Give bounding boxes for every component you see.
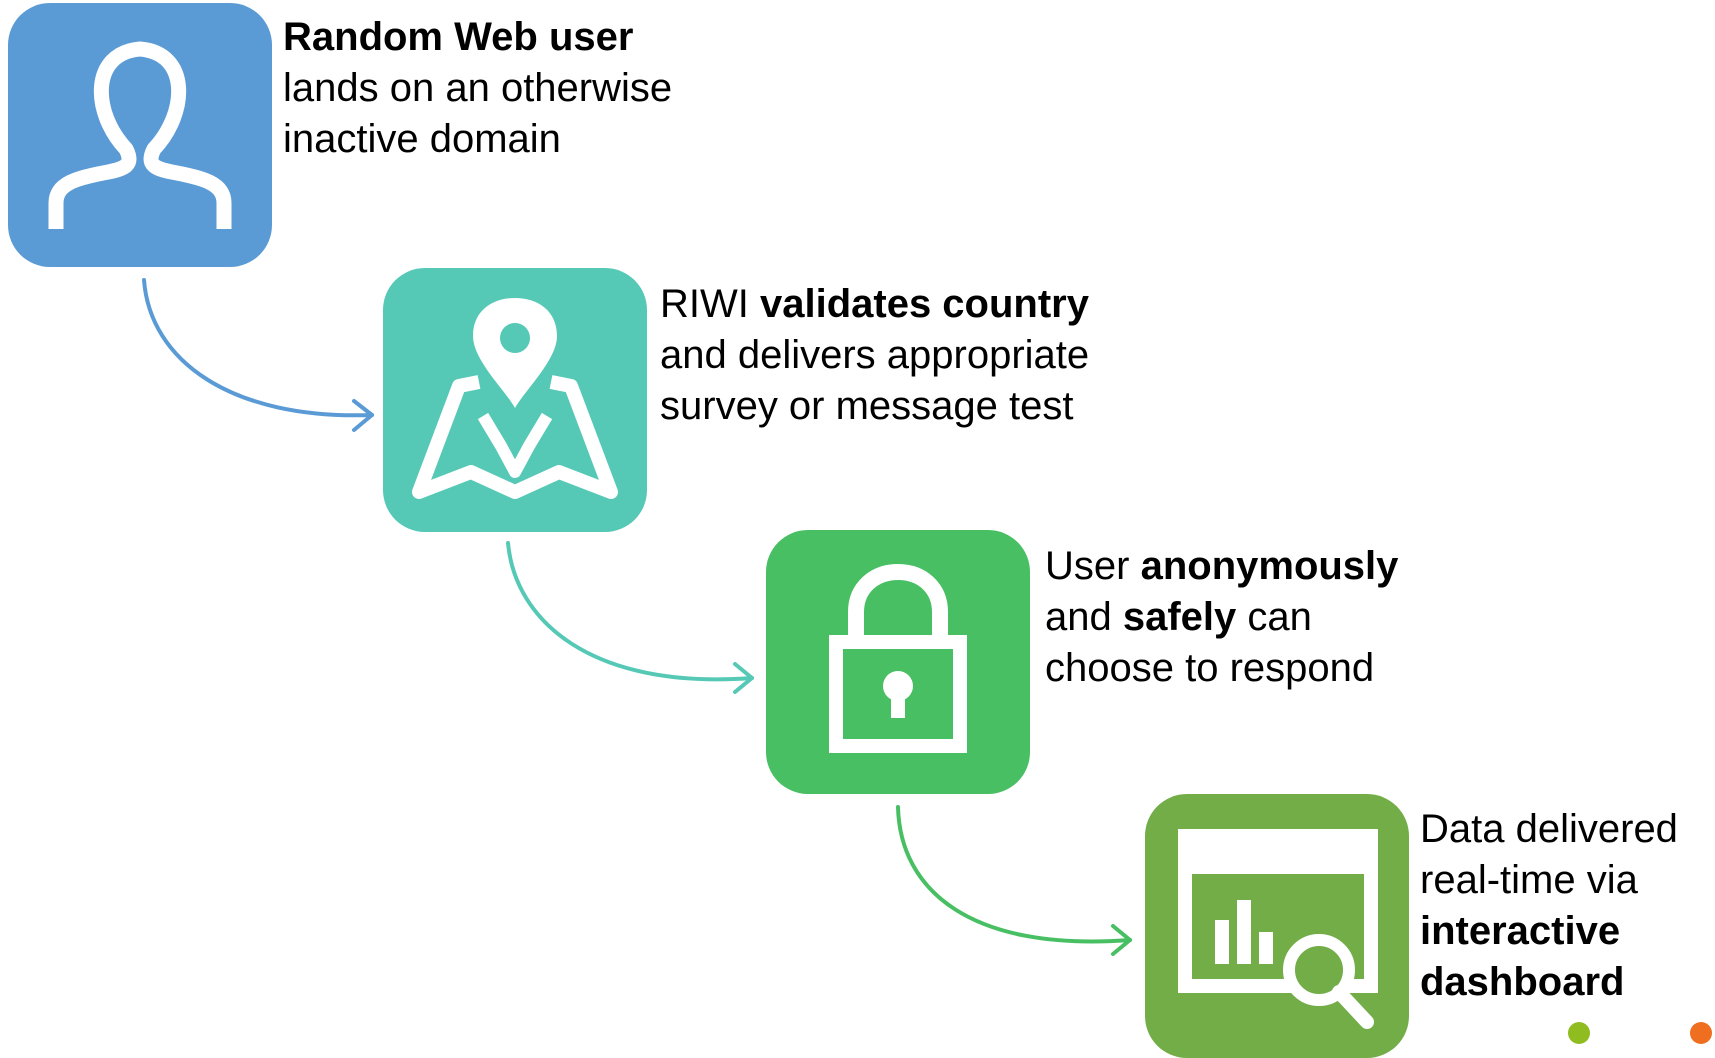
lock-icon: [829, 563, 967, 753]
step-3-text-part: safely: [1122, 595, 1237, 639]
step-4-text-part: interactive dashboard: [1420, 909, 1625, 1004]
step-2-text-part: and delivers appropriate survey or messa…: [660, 333, 1090, 428]
step-3-text-part: anonymously: [1140, 544, 1399, 588]
lock-tile: [766, 530, 1030, 794]
user-tile: [8, 3, 272, 267]
dashboard-icon: [1178, 829, 1378, 1029]
step-3-text-part: can choose to respond: [1045, 595, 1375, 690]
step-1-text-part: lands on an otherwise inactive domain: [283, 66, 673, 161]
decor-dot-orange: [1690, 1022, 1712, 1044]
map-tile: [383, 268, 647, 532]
step-3-text: User anonymously and safely can choose t…: [1045, 541, 1445, 694]
arrow-3-4: [896, 805, 1132, 956]
step-1-text: Random Web user lands on an otherwise in…: [283, 12, 683, 165]
step-2-text: RIWI validates country and delivers appr…: [660, 279, 1090, 432]
decor-dot-green: [1568, 1022, 1590, 1044]
step-3-text-part: and: [1045, 595, 1123, 639]
step-4-text-part: Data delivered real-time via: [1420, 807, 1678, 902]
step-2-text-part: RIWI: [660, 282, 760, 326]
arrow-1-2: [142, 278, 374, 432]
step-2-text-part: validates country: [759, 282, 1089, 326]
map-pin-icon: [412, 298, 618, 499]
step-4-text: Data delivered real-time via interactive…: [1420, 804, 1710, 1008]
dashboard-tile: [1145, 794, 1409, 1058]
step-1-text-part: Random Web user: [283, 15, 634, 59]
user-icon: [48, 41, 232, 229]
step-3-text-part: User: [1045, 544, 1141, 588]
arrow-2-3: [506, 541, 754, 694]
